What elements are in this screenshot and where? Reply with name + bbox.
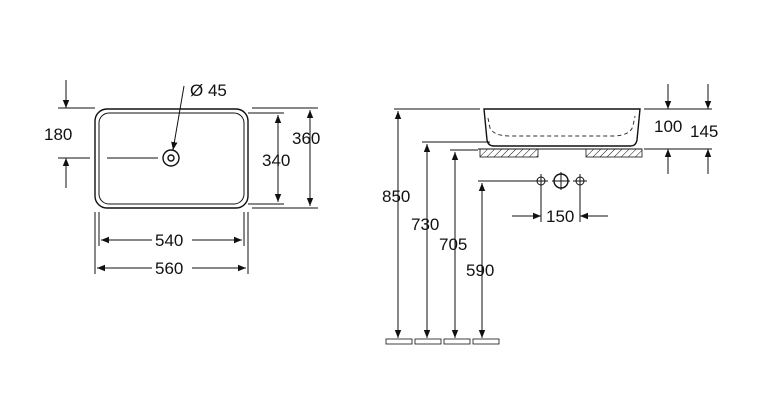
dim-540-label: 540 (155, 231, 183, 250)
drain-leader (171, 85, 185, 151)
dim-705-label: 705 (439, 235, 467, 254)
counter-hatch-left (479, 148, 539, 158)
drain-diameter-label: Ø 45 (190, 81, 227, 100)
counter-hatch-right (585, 148, 643, 158)
basin-outer-outline (94, 108, 249, 209)
basin-interior-dashed (487, 115, 636, 137)
dim-145-label: 145 (690, 122, 718, 141)
floor-slab-705 (443, 338, 471, 345)
top-view: Ø 45 180 340 360 540 560 (44, 80, 320, 278)
dim-730-label: 730 (411, 215, 439, 234)
dim-850-label: 850 (382, 187, 410, 206)
floor-slab-850 (385, 338, 413, 345)
basin-inner-outline (98, 112, 245, 205)
dim-560-label: 560 (155, 259, 183, 278)
floor-slab-590 (472, 338, 500, 345)
drain-outer-circle (162, 149, 180, 167)
dim-590-label: 590 (466, 261, 494, 280)
dim-100-label: 100 (654, 117, 682, 136)
drain-inner-circle (167, 154, 175, 162)
dim-180-label: 180 (44, 125, 72, 144)
floor-slab-730 (414, 338, 442, 345)
basin-side-profile (483, 108, 641, 147)
side-view: 850 730 705 590 150 100 (382, 84, 718, 345)
dim-360-label: 360 (292, 129, 320, 148)
dim-340-label: 340 (262, 151, 290, 170)
dim-150-label: 150 (546, 207, 574, 226)
